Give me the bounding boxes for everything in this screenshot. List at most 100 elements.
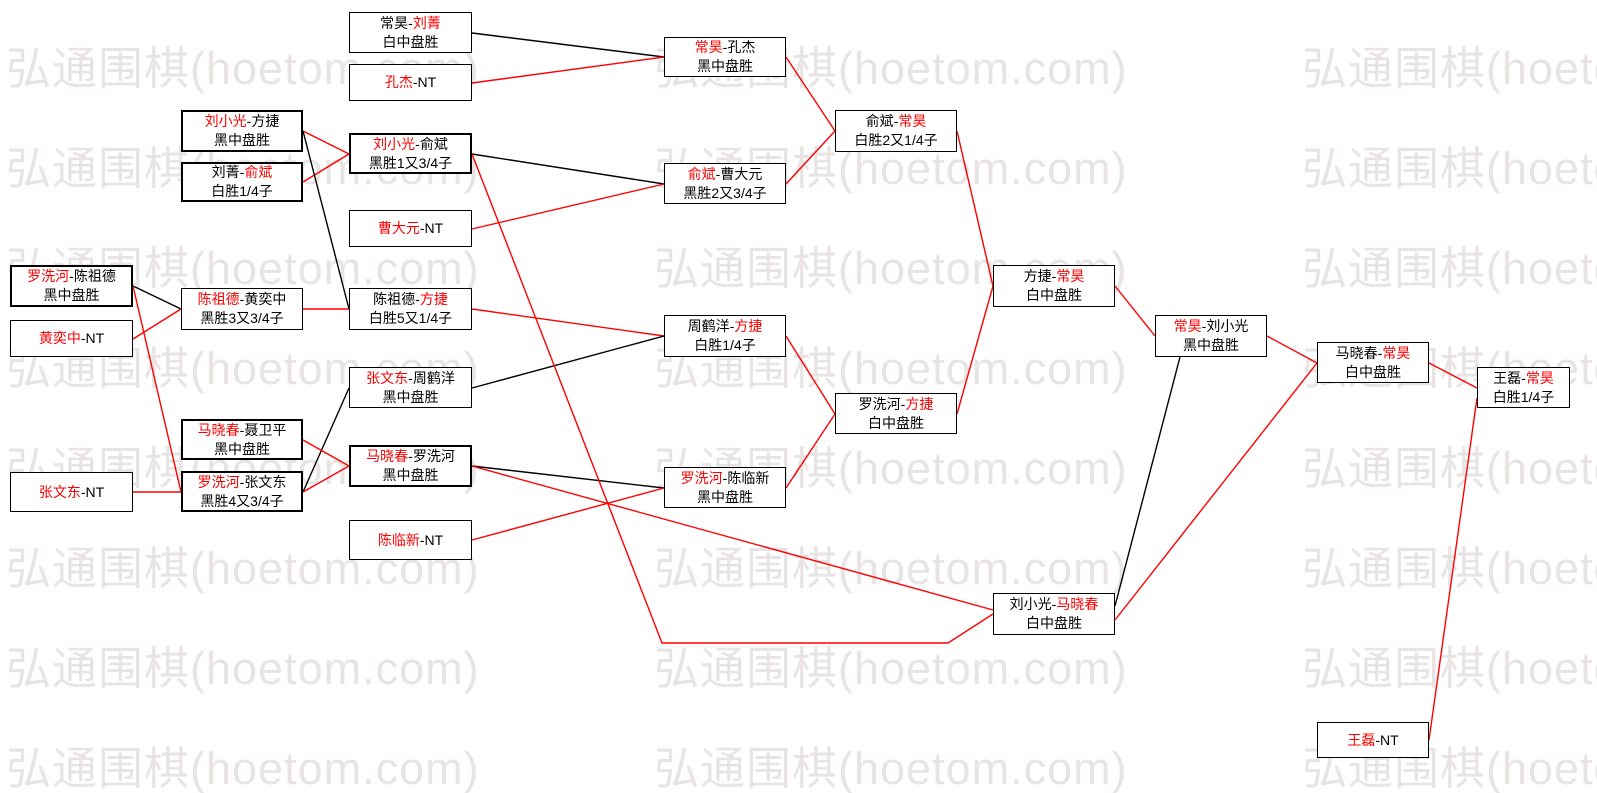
player-name-winner: 刘小光 [373,135,416,152]
match-box-b3: 常昊-孔杰黑中盘胜 [664,37,786,77]
watermark-text: 弘通围棋(hoetom.com) [654,743,1128,793]
dash-separator: - [408,369,413,386]
match-result: 黑中盘胜 [697,488,753,505]
bracket-edge-b10-b23 [132,285,182,493]
dash-separator: - [246,113,252,129]
dash-separator: - [408,14,413,31]
match-players: 黄奕中-NT [39,329,104,348]
player-name-winner: 俞斌 [244,164,273,180]
match-result: 白中盘胜 [868,414,924,431]
match-players: 常昊-刘菁 [380,14,441,33]
player-name-winner: 罗洗河 [197,473,240,490]
bracket-edge-b11-b12 [132,308,182,340]
player-name-winner: 常昊 [1525,369,1554,386]
match-players: 王磊-常昊 [1493,369,1554,388]
match-box-b21: 马晓春-聂卫平黑中盘胜 [181,419,303,460]
match-box-b20: 罗洗河-方捷白中盘胜 [835,393,957,434]
dash-separator: - [1521,369,1526,386]
player-name: 常昊 [380,14,409,31]
player-name: 刘小光 [1009,596,1052,612]
match-result: 黑中盘胜 [214,132,270,148]
bracket-edge-b7-b14 [956,130,994,287]
match-players: 陈临新-NT [378,531,443,550]
player-name-winner: 孔杰 [384,74,413,90]
player-name-winner: 曹大元 [377,220,420,236]
bracket-edge-b14-b17 [1114,285,1156,337]
match-result: 黑中盘胜 [697,58,753,74]
match-box-b23: 罗洗河-张文东黑胜4又3/4子 [181,471,303,512]
match-players: 刘小光-俞斌 [373,135,448,154]
player-name: 张文东 [244,473,287,490]
match-players: 刘小光-马晓春 [1010,595,1099,614]
watermark-text: 弘通围棋(hoetom.com) [654,543,1128,594]
match-box-b7: 俞斌-常昊白胜2又1/4子 [835,110,957,152]
match-box-b28: 王磊-NT [1317,722,1429,758]
match-box-b10: 罗洗河-陈祖德黑中盘胜 [10,265,133,307]
match-box-b2: 孔杰-NT [349,64,472,101]
watermark-text: 弘通围棋(hoetom.com) [6,743,480,793]
player-name: NT [1380,731,1399,748]
player-name: 罗洗河 [412,448,455,464]
match-players: 张文东-周鹤洋 [366,369,455,388]
watermark-text: 弘通围棋(hoetom.com) [1302,443,1597,494]
player-name-winner: 常昊 [694,39,723,55]
dash-separator: - [80,483,86,500]
match-result: 黑中盘胜 [382,467,439,483]
match-players: 刘小光-方捷 [205,112,280,131]
player-name-winner: 张文东 [366,369,409,386]
match-box-b13: 陈祖德-方捷白胜5又1/4子 [349,288,472,330]
match-box-b24: 马晓春-罗洗河黑中盘胜 [349,445,472,487]
player-name-winner: 刘菁 [412,14,441,31]
bracket-edge-b26-b25 [471,487,665,541]
player-name-winner: 马晓春 [366,448,409,464]
player-name: 周鹤洋 [687,318,730,334]
match-box-b25: 罗洗河-陈临新黑中盘胜 [664,467,786,508]
watermark-text: 弘通围棋(hoetom.com) [1302,143,1597,194]
match-players: 罗洗河-陈祖德 [27,267,116,286]
player-name-winner: 方捷 [734,318,763,334]
dash-separator: - [722,39,728,55]
match-box-b27: 刘小光-马晓春白中盘胜 [993,593,1115,635]
match-players: 周鹤洋-方捷 [688,317,763,336]
match-box-b8: 俞斌-曹大元黑胜2又3/4子 [664,163,786,204]
dash-separator: - [1375,731,1380,748]
bracket-edge-b6-b27 [471,153,994,644]
match-players: 刘菁-俞斌 [212,163,273,182]
player-name-winner: 马晓春 [197,421,240,438]
player-name: 陈祖德 [373,291,416,307]
player-name-winner: 王磊 [1347,731,1376,748]
player-name-winner: 刘小光 [204,113,247,129]
match-players: 俞斌-曹大元 [688,165,763,184]
match-result: 白胜1/4子 [211,183,273,199]
match-players: 常昊-刘小光 [1174,317,1249,336]
bracket-edge-b16-b15 [471,335,665,389]
match-players: 陈祖德-方捷 [373,290,448,309]
match-box-b11: 黄奕中-NT [10,320,133,357]
player-name-winner: 常昊 [1056,268,1085,284]
match-result: 白胜2又1/4子 [854,132,938,148]
match-result: 白胜1/4子 [694,337,756,353]
watermark-text: 弘通围棋(hoetom.com) [6,643,480,694]
match-box-b12: 陈祖德-黄奕中黑胜3又3/4子 [181,288,303,330]
dash-separator: - [722,469,728,486]
player-name-winner: 马晓春 [1056,596,1099,612]
match-result: 黑中盘胜 [1183,337,1239,353]
match-result: 黑胜4又3/4子 [200,492,284,509]
bracket-edge-b23-b24 [302,465,350,493]
player-name-winner: 罗洗河 [27,268,70,284]
player-name-winner: 陈祖德 [197,291,240,307]
match-result: 白胜1/4子 [1492,388,1555,405]
player-name: NT [424,220,444,236]
bracket-edge-b27-b18 [1114,362,1318,621]
player-name: NT [417,74,437,90]
dash-separator: - [419,220,425,236]
bracket-edge-b5-b6 [302,153,350,183]
match-players: 马晓春-聂卫平 [198,421,287,440]
player-name: 陈临新 [727,469,770,486]
match-players: 罗洗河-陈临新 [681,469,770,488]
match-box-b5: 刘菁-俞斌白胜1/4子 [181,162,303,202]
dash-separator: - [408,448,413,464]
match-result: 白中盘胜 [1026,287,1082,303]
